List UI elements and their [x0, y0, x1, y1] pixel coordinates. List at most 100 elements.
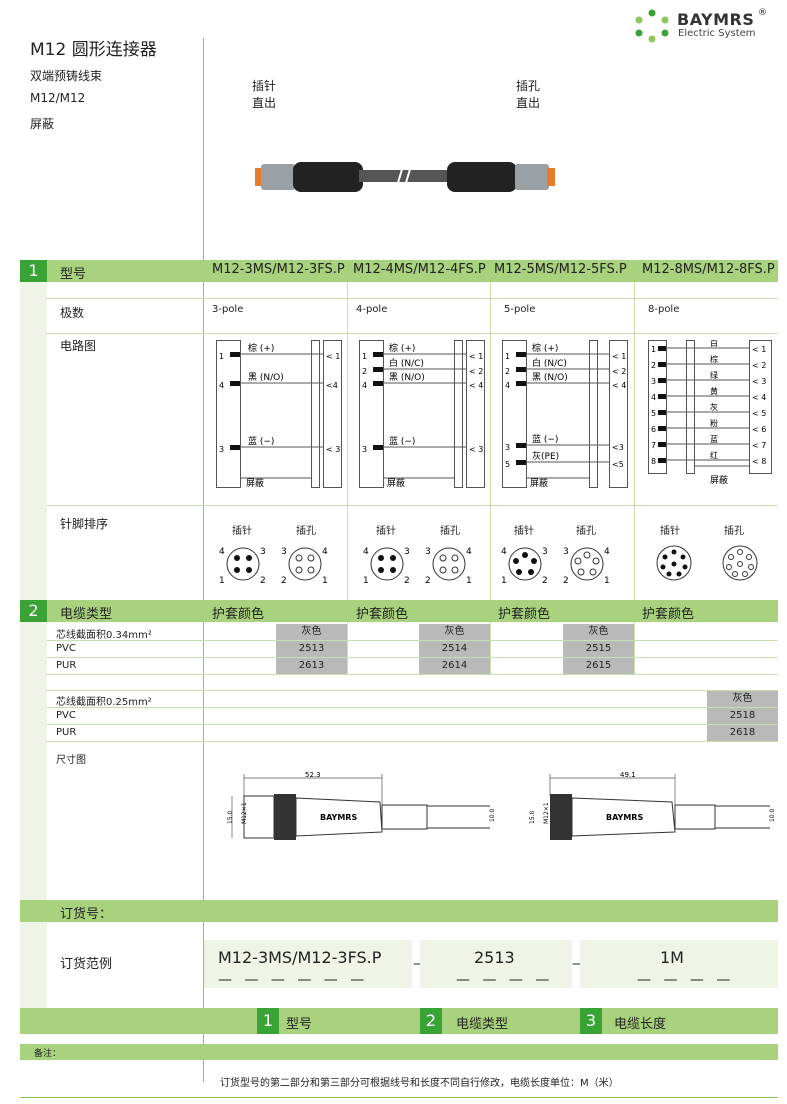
pinout-label: 针脚排序	[60, 517, 109, 531]
svg-text:< 1: < 1	[326, 352, 340, 361]
svg-text:1: 1	[363, 576, 369, 586]
svg-text:3: 3	[219, 445, 224, 454]
model-2: M12-4MS/M12-4FS.P	[353, 262, 486, 277]
shield-label: 屏蔽	[246, 477, 264, 489]
svg-text:1: 1	[466, 576, 472, 586]
svg-text:2: 2	[281, 576, 287, 586]
logo-sub: Electric System	[678, 28, 756, 39]
dim-d3: 10.0	[769, 808, 776, 822]
svg-text:1: 1	[604, 576, 610, 586]
svg-text:2: 2	[260, 576, 266, 586]
svg-text:1: 1	[362, 352, 367, 361]
dim-d2: M12×1	[543, 802, 550, 824]
row-pvc-label: PVC	[56, 643, 76, 654]
pinout-8pole: 插针 插孔	[642, 520, 777, 590]
wire-7: 蓝	[710, 434, 718, 444]
code-pvc-2: 2514	[419, 641, 490, 657]
wire-grey: 灰(PE)	[532, 450, 559, 462]
order-length: 1M	[660, 948, 684, 967]
model-4: M12-8MS/M12-8FS.P	[642, 262, 775, 277]
shield-label: 屏蔽	[530, 477, 548, 489]
section1-number: 1	[20, 260, 47, 282]
dim-d1: 15.0	[227, 810, 234, 824]
header-divider	[203, 38, 204, 260]
note-text: 订货型号的第二部分和第三部分可根据线号和长度不同自行修改，电缆长度单位：M（米）	[220, 1078, 619, 1089]
order-model-box	[204, 940, 412, 988]
circuit-diagram-5pole: 1 2 4 3 5 < 1< 2 < 4<3<5 棕 (+) 白 (N/C) 黑…	[502, 340, 628, 489]
svg-text:4: 4	[651, 393, 656, 402]
svg-text:2: 2	[425, 576, 431, 586]
svg-text:< 2: < 2	[752, 361, 766, 370]
code-pur-4: 2618	[707, 725, 778, 741]
col2-a: 插孔	[516, 79, 541, 93]
col1-b: 直出	[252, 96, 277, 110]
section2-number: 2	[20, 600, 47, 622]
order-example-label: 订货范例	[60, 957, 113, 972]
wire-black: 黑 (N/O)	[532, 372, 568, 383]
legend-text-3: 电缆长度	[614, 1017, 667, 1032]
dimension-drawing-female: 49.1 BAYMRS 15.0 M12×1 10.0	[529, 771, 776, 840]
svg-text:< 4: < 4	[752, 393, 766, 402]
svg-text:3: 3	[404, 547, 410, 557]
pin-male-label: 插针	[660, 526, 680, 537]
svg-text:4: 4	[322, 547, 328, 557]
dim-length: 49.1	[620, 771, 636, 779]
row-pvc-label-2: PVC	[56, 710, 76, 721]
wire-8: 红	[710, 450, 718, 460]
circuit-diagram-3pole: 1 4 3 < 1 <4 < 3 棕 (+) 黑 (N/O) 蓝 (−) 屏蔽	[216, 340, 342, 489]
svg-text:< 1: < 1	[752, 345, 766, 354]
svg-text:< 8: < 8	[752, 457, 766, 466]
connector-female-icon: 3 4 2 1	[281, 547, 328, 586]
pin-female-label: 插孔	[724, 526, 744, 537]
left-band-1	[20, 282, 47, 600]
svg-text:1: 1	[219, 352, 224, 361]
section2-label: 电缆类型	[60, 607, 113, 622]
note-label: 备注：	[34, 1049, 62, 1059]
svg-text:2: 2	[651, 361, 656, 370]
poles-label: 极数	[60, 306, 85, 320]
pin-female-label: 插孔	[296, 526, 316, 537]
svg-text:1: 1	[322, 576, 328, 586]
note-bar	[20, 1044, 778, 1060]
svg-text:1: 1	[501, 576, 507, 586]
wire-blue: 蓝 (−)	[389, 435, 415, 447]
code-pvc-1: 2513	[276, 641, 347, 657]
svg-text:5: 5	[505, 460, 510, 469]
connector-male-icon	[656, 545, 692, 581]
svg-text:3: 3	[281, 547, 287, 557]
pin-female-label: 插孔	[440, 526, 460, 537]
code-pur-3: 2615	[563, 658, 634, 674]
wire-5: 灰	[710, 402, 718, 412]
wire-2: 棕	[710, 354, 718, 364]
pin-male-label: 插针	[232, 526, 252, 537]
row-034-label: 芯线截面积0.34mm²	[56, 630, 152, 641]
model-3: M12-5MS/M12-5FS.P	[494, 262, 627, 277]
wire-brown: 棕 (+)	[532, 342, 558, 354]
order-cable-box	[420, 940, 572, 988]
svg-text:3: 3	[563, 547, 569, 557]
section1-bar	[20, 260, 778, 282]
svg-text:1: 1	[651, 345, 656, 354]
section2-bar	[20, 600, 778, 622]
logo-icon	[635, 9, 669, 43]
svg-text:3: 3	[542, 547, 548, 557]
grey-header-4: 灰色	[707, 691, 778, 707]
svg-text:4: 4	[363, 547, 369, 557]
svg-text:7: 7	[651, 441, 656, 450]
grey-header-2: 灰色	[419, 624, 490, 640]
grey-header-1: 灰色	[276, 624, 347, 640]
dim-d2: M12×1	[241, 802, 248, 824]
legend-bar	[20, 1008, 778, 1034]
svg-text:< 4: < 4	[612, 381, 626, 390]
connector-female-icon	[722, 545, 758, 581]
svg-text:2: 2	[563, 576, 569, 586]
jacket-2: 护套颜色	[356, 607, 409, 622]
svg-text:1: 1	[505, 352, 510, 361]
svg-text:4: 4	[219, 381, 224, 390]
jacket-4: 护套颜色	[642, 607, 695, 622]
